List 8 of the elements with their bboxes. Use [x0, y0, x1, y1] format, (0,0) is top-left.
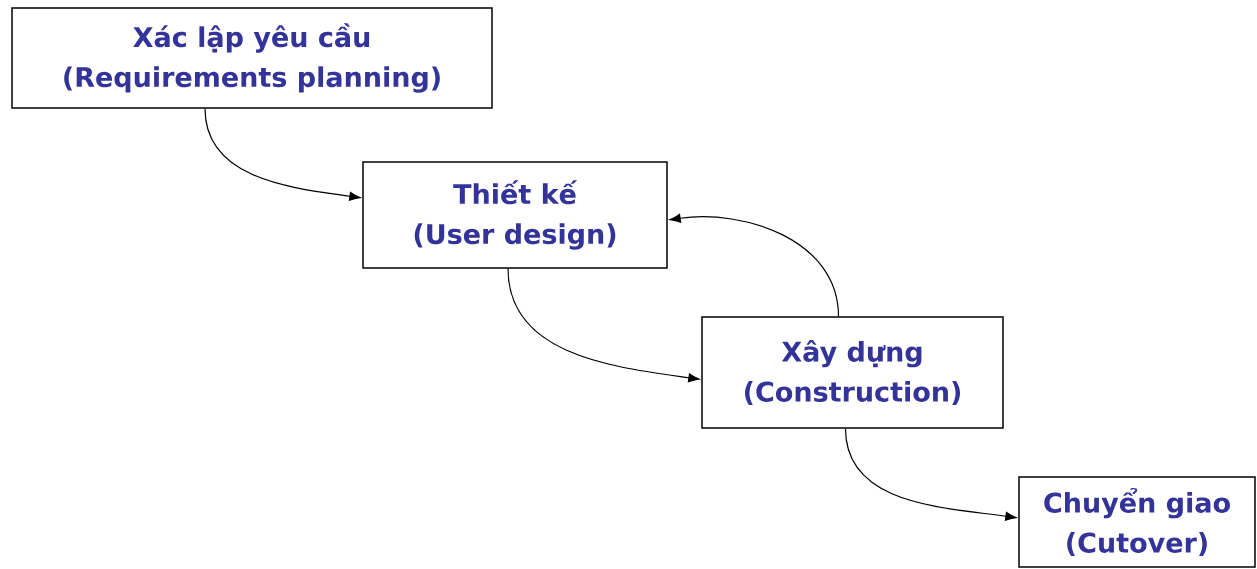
arrow — [669, 213, 840, 317]
process-box: Xác lập yêu cầu (Requirements planning) — [11, 7, 493, 109]
process-box: Xây dựng (Construction) — [701, 316, 1004, 429]
arrow — [204, 108, 361, 201]
arrow — [507, 268, 700, 383]
arrow — [844, 428, 1017, 521]
process-box: Chuyển giao (Cutover) — [1018, 476, 1256, 568]
process-box: Thiết kế (User design) — [362, 161, 668, 269]
